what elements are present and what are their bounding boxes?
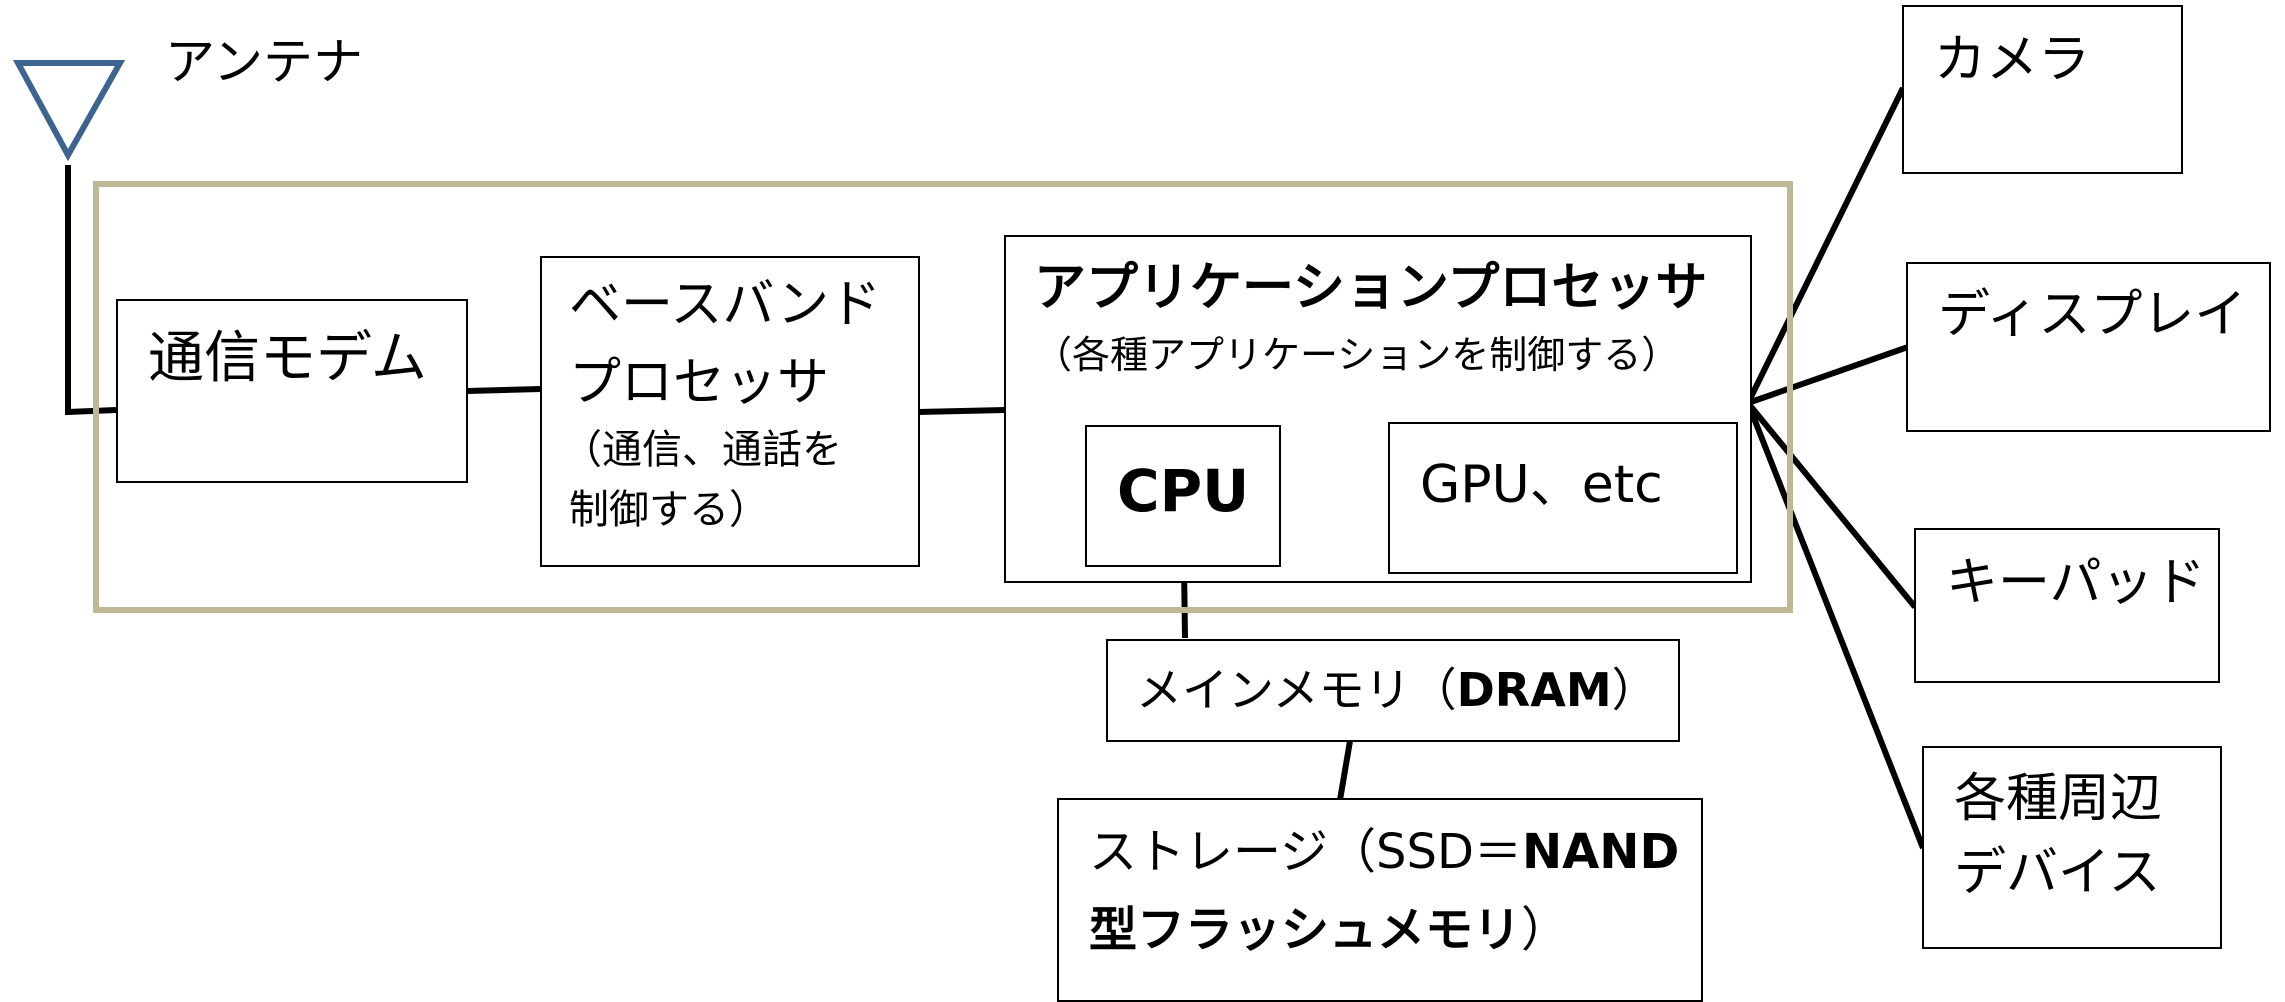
other-devices-line2: デバイス [1954, 843, 2161, 903]
antenna-to-modem-line [65, 165, 117, 416]
app-processor-desc: （各種アプリケーションを制御する） [1034, 333, 1680, 377]
storage-line2-text: 型フラッシュメモリ [1089, 902, 1522, 958]
cpu-box: CPU [1085, 425, 1281, 567]
antenna-label: アンテナ [165, 33, 363, 91]
storage-prefix: ストレージ（SSD＝ [1089, 824, 1522, 880]
storage-box: ストレージ（SSD＝NAND 型フラッシュメモリ） [1057, 798, 1703, 1002]
antenna-icon [12, 60, 126, 162]
modem-box: 通信モデム [116, 299, 468, 483]
baseband-desc-line2: 制御する） [569, 487, 769, 533]
gpu-label: GPU、etc [1420, 455, 1663, 515]
app-to-keypad-line [1745, 401, 1918, 609]
keypad-box: キーパッド [1914, 528, 2220, 683]
app-processor-title: アプリケーションプロセッサ [1034, 258, 1708, 318]
storage-line2-suffix: ） [1521, 902, 1570, 958]
app-to-display-line [1747, 344, 1909, 406]
modem-to-baseband-line [466, 386, 542, 394]
baseband-to-app-line [917, 407, 1006, 415]
dram-to-storage-line [1337, 740, 1353, 801]
baseband-desc-line1: （通信、通話を [562, 427, 842, 473]
display-label: ディスプレイ [1938, 285, 2247, 345]
display-box: ディスプレイ [1906, 262, 2271, 432]
other-devices-box: 各種周辺 デバイス [1922, 746, 2222, 949]
camera-label: カメラ [1934, 30, 2091, 90]
main-memory-suffix: ） [1611, 663, 1658, 717]
baseband-title-line2: プロセッサ [569, 353, 830, 413]
storage-line2: 型フラッシュメモリ） [1089, 902, 1569, 960]
gpu-box: GPU、etc [1388, 422, 1738, 574]
baseband-processor-box: ベースバンド プロセッサ （通信、通話を 制御する） [540, 256, 920, 567]
app-to-other-devices-line [1745, 401, 1926, 850]
other-devices-line1: 各種周辺 [1954, 769, 2163, 829]
modem-label: 通信モデム [148, 326, 427, 391]
keypad-label: キーパッド [1946, 553, 2206, 613]
soc-boundary [93, 181, 1793, 613]
storage-type: NAND [1521, 824, 1680, 880]
main-memory-box: メインメモリ（DRAM） [1106, 639, 1680, 742]
cpu-label: CPU [1117, 457, 1250, 525]
main-memory-type: DRAM [1456, 663, 1612, 717]
main-memory-label: メインメモリ（DRAM） [1136, 663, 1658, 718]
app-to-camera-line [1745, 86, 1906, 405]
storage-line1: ストレージ（SSD＝NAND [1089, 824, 1679, 882]
camera-box: カメラ [1902, 5, 2183, 174]
baseband-title-line1: ベースバンド [569, 275, 882, 335]
main-memory-prefix: メインメモリ（ [1136, 663, 1457, 717]
